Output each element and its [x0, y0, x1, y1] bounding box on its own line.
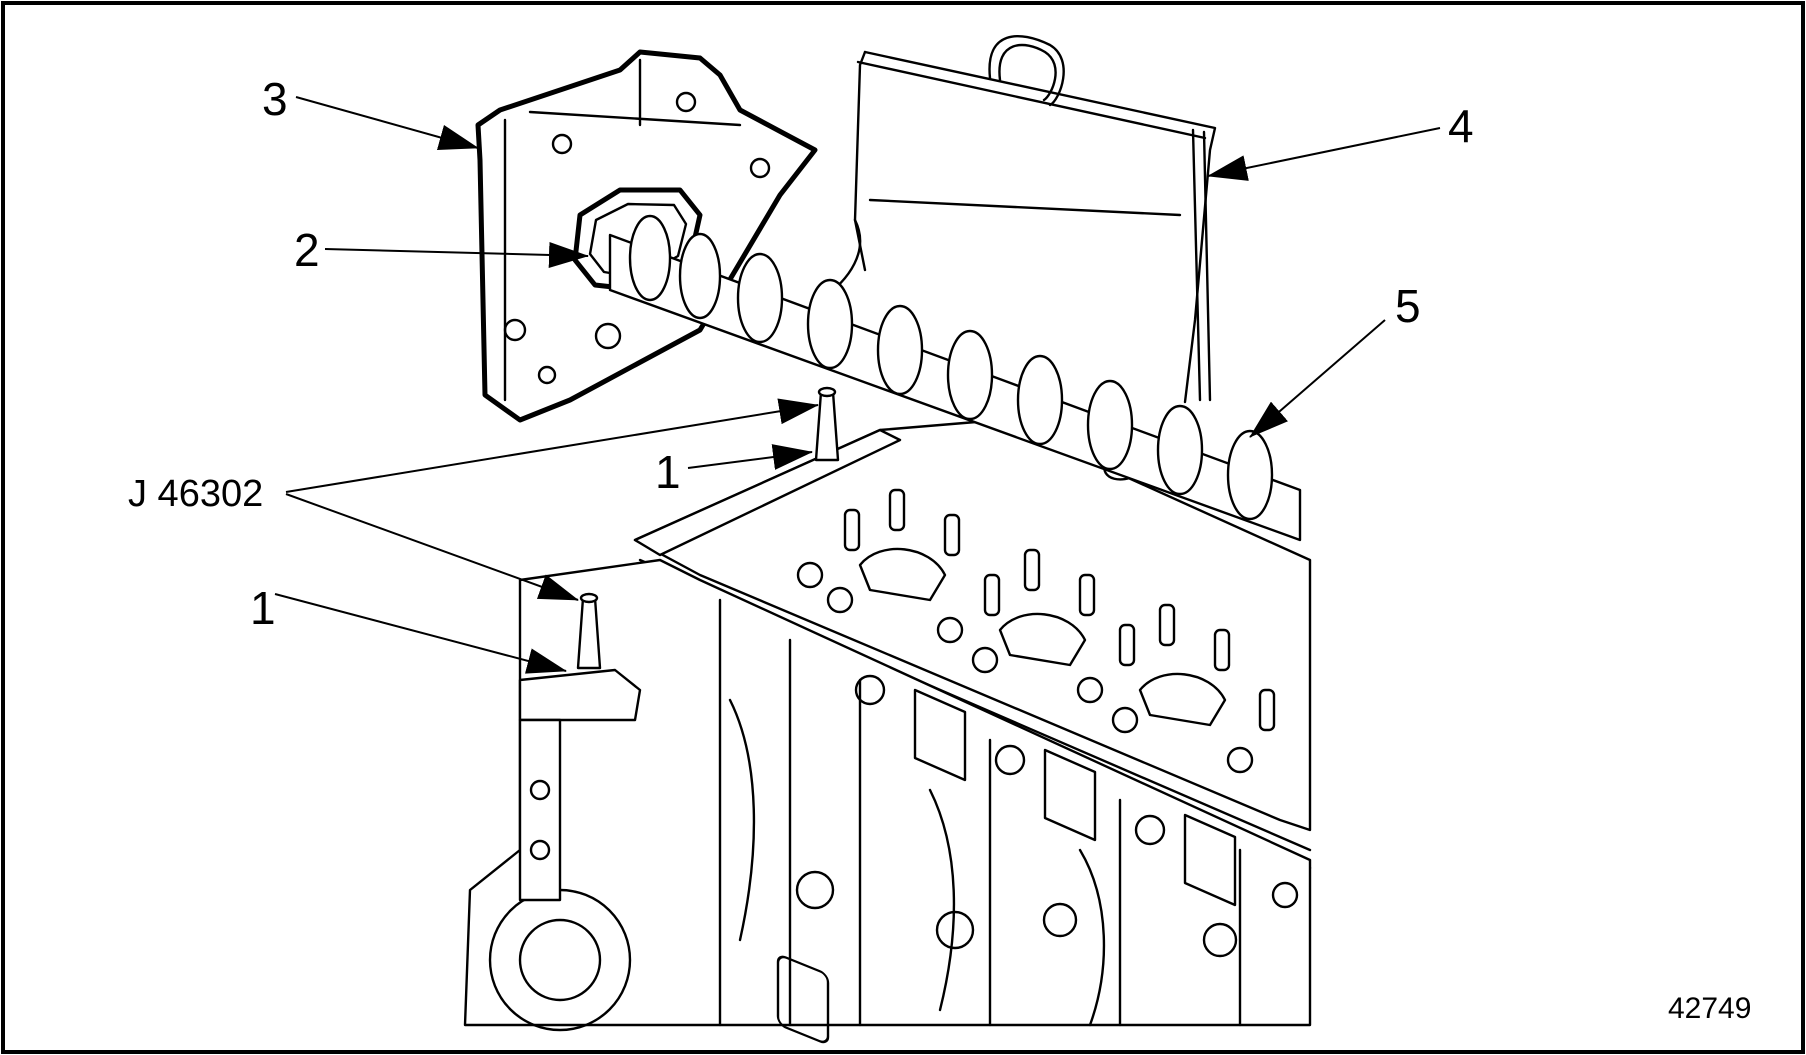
callout-3: 3 [262, 73, 288, 125]
leader-4 [1207, 127, 1441, 181]
leader-1-upper [687, 444, 813, 470]
callout-2: 2 [294, 224, 320, 276]
alignment-pin-upper [814, 386, 840, 462]
leader-tool-upper [285, 398, 819, 493]
tool-label: J 46302 [128, 473, 263, 515]
figure-number: 42749 [1668, 992, 1751, 1025]
cylinder-head-assembly [463, 418, 1312, 1044]
callout-5: 5 [1395, 280, 1421, 332]
front-bracket [518, 668, 642, 902]
valve-train-area [796, 488, 1276, 774]
camshaft [608, 214, 1302, 542]
alignment-pin-lower [576, 592, 602, 670]
leader-1-lower [274, 593, 567, 674]
callout-1-lower: 1 [250, 582, 276, 634]
leader-lines [274, 96, 1441, 674]
leader-3 [295, 96, 479, 150]
callout-4: 4 [1448, 100, 1474, 152]
callout-1-upper: 1 [655, 446, 681, 498]
lifting-fixture [788, 34, 1217, 481]
leader-5 [1249, 319, 1386, 438]
leader-tool-lower [285, 493, 579, 601]
leader-2 [324, 241, 589, 268]
